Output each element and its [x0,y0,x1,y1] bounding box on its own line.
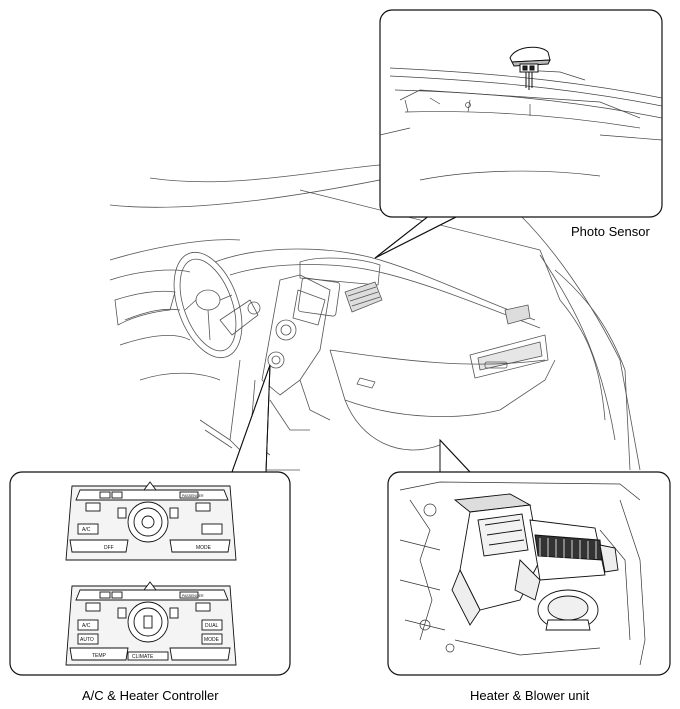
lower-dual-label: DUAL [205,623,219,629]
upper-passenger-label: PASSENGER [182,494,204,498]
controller-panel-lower [65,581,237,666]
upper-dff-label: DFF [104,545,114,551]
controller-callout: A/C DFF MODE PASSENGER A/C [9,471,291,676]
blower-label: Heater & Blower unit [470,688,590,703]
photo-sensor-callout [379,9,663,218]
lower-auto-label: AUTO [80,637,94,643]
leader-lines [231,214,472,473]
upper-mode-label: MODE [196,545,212,551]
dashboard-illustration [109,164,641,471]
lower-passenger-label: PASSENGER [182,594,204,598]
controller-label: A/C & Heater Controller [82,688,219,703]
lower-ac-label: A/C [82,623,91,629]
lower-temp-label: TEMP [92,653,107,659]
controller-panel-upper [65,481,237,561]
lower-climate-label: CLIMATE [132,654,154,660]
photo-sensor-label: Photo Sensor [571,224,650,239]
photo-sensor-part [509,46,551,90]
upper-ac-label: A/C [82,527,91,533]
blower-unit-part [514,519,619,631]
blower-callout [387,471,671,676]
lower-mode-label: MODE [204,637,220,643]
